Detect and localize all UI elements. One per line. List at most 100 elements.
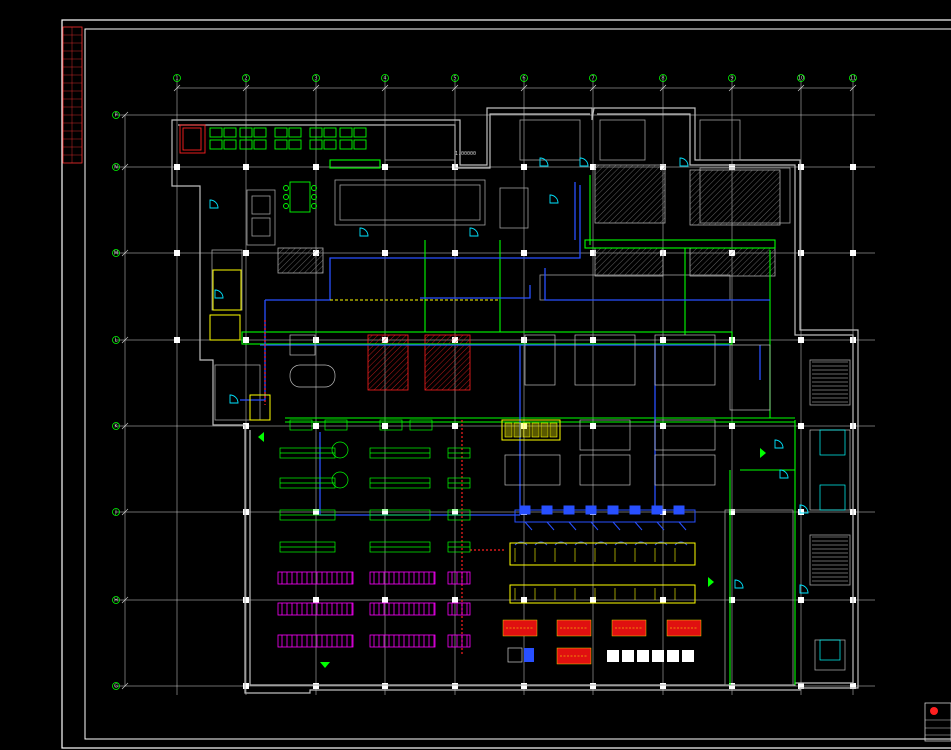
pump-lead	[590, 521, 599, 531]
column-marker-icon	[660, 337, 666, 343]
column-marker-icon	[521, 164, 527, 170]
red-equipment-boxes	[502, 619, 702, 665]
desk	[339, 139, 353, 150]
door-swing	[359, 227, 369, 237]
door-swing	[539, 157, 549, 167]
desk	[323, 139, 337, 150]
desk	[239, 127, 253, 138]
column-marker-icon	[382, 164, 388, 170]
pump-arc	[654, 541, 668, 546]
column-marker-icon	[521, 337, 527, 343]
dimension-tick	[381, 84, 389, 92]
column-marker-icon	[243, 597, 249, 603]
column-marker-icon	[174, 250, 180, 256]
desk	[353, 139, 367, 150]
dimension-tick	[728, 84, 736, 92]
desk	[309, 127, 323, 138]
pump-unit	[673, 505, 685, 515]
green-worktables	[279, 419, 471, 553]
pump-arc	[614, 541, 628, 546]
pump-lead	[612, 521, 621, 531]
pump-lead	[524, 521, 533, 531]
axis-bubble-icon	[112, 249, 120, 257]
door-swing	[549, 194, 559, 204]
stair-treads	[812, 361, 848, 582]
desk	[253, 127, 267, 138]
magenta-shelf	[277, 634, 354, 648]
axis-bubble-left: H	[112, 596, 120, 604]
magenta-shelf	[447, 602, 471, 616]
axis-bubble-icon	[112, 111, 120, 119]
pump-lead	[546, 521, 555, 531]
column-marker-icon	[590, 164, 596, 170]
column-marker-icon	[313, 337, 319, 343]
red-cabinet	[182, 127, 202, 151]
axis-number-label: 7	[591, 76, 594, 82]
axis-bubble-top: 6	[520, 74, 528, 82]
door-swing	[799, 584, 809, 594]
column-marker-icon	[798, 683, 804, 689]
column-marker-icon	[729, 423, 735, 429]
office-desks	[182, 127, 367, 151]
column-marker-icon	[521, 597, 527, 603]
axis-bubble-top: 7	[589, 74, 597, 82]
axis-bubble-icon	[381, 74, 389, 82]
column-marker-icon	[243, 509, 249, 515]
pump-lead	[568, 521, 577, 531]
dimension-tick	[121, 111, 129, 119]
column-marker-icon	[174, 337, 180, 343]
pump-arc	[514, 541, 528, 546]
flow-arrow-icon	[760, 448, 766, 458]
dimension-tick	[121, 249, 129, 257]
dimension-tick	[797, 84, 805, 92]
column-marker-icon	[313, 423, 319, 429]
door-swing	[774, 439, 784, 449]
axis-number-label: 2	[244, 76, 247, 82]
yellow-cell	[540, 422, 549, 438]
white-rack	[667, 650, 679, 662]
desk	[353, 127, 367, 138]
column-marker-icon	[313, 683, 319, 689]
pump-lead	[656, 521, 665, 531]
pump-unit	[585, 505, 597, 515]
yellow-cell	[513, 422, 522, 438]
desk	[323, 127, 337, 138]
column-marker-icon	[590, 423, 596, 429]
pump-unit	[629, 505, 641, 515]
equipment-box	[507, 647, 523, 663]
column-marker-icon	[590, 597, 596, 603]
stairs-right	[819, 429, 846, 661]
axis-letter-label: H	[114, 598, 118, 604]
axis-bubble-top: 4	[381, 74, 389, 82]
axis-bubble-icon	[589, 74, 597, 82]
magenta-shelving	[277, 571, 471, 648]
column-marker-icon	[174, 164, 180, 170]
white-rack	[607, 650, 619, 662]
column-marker-icon	[452, 250, 458, 256]
column-marker-icon	[452, 509, 458, 515]
dimension-tick	[173, 84, 181, 92]
column-marker-icon	[382, 423, 388, 429]
column-marker-icon	[798, 250, 804, 256]
dimension-tick	[451, 84, 459, 92]
blue-equipment-row	[514, 505, 696, 546]
axis-number-label: 10	[798, 76, 804, 82]
axis-bubble-icon	[112, 596, 120, 604]
desk	[288, 127, 302, 138]
axis-number-label: 3	[314, 76, 317, 82]
column-marker-icon	[243, 164, 249, 170]
axis-letter-label: L	[115, 338, 118, 344]
column-markers	[174, 164, 856, 689]
magenta-shelf	[277, 571, 354, 585]
column-marker-icon	[798, 597, 804, 603]
column-marker-icon	[660, 683, 666, 689]
axis-bubble-icon	[112, 163, 120, 171]
axis-bubble-left: L	[112, 336, 120, 344]
column-marker-icon	[850, 250, 856, 256]
desk	[274, 127, 288, 138]
door-swing	[469, 227, 479, 237]
door-swings	[209, 157, 809, 594]
column-marker-icon	[382, 509, 388, 515]
